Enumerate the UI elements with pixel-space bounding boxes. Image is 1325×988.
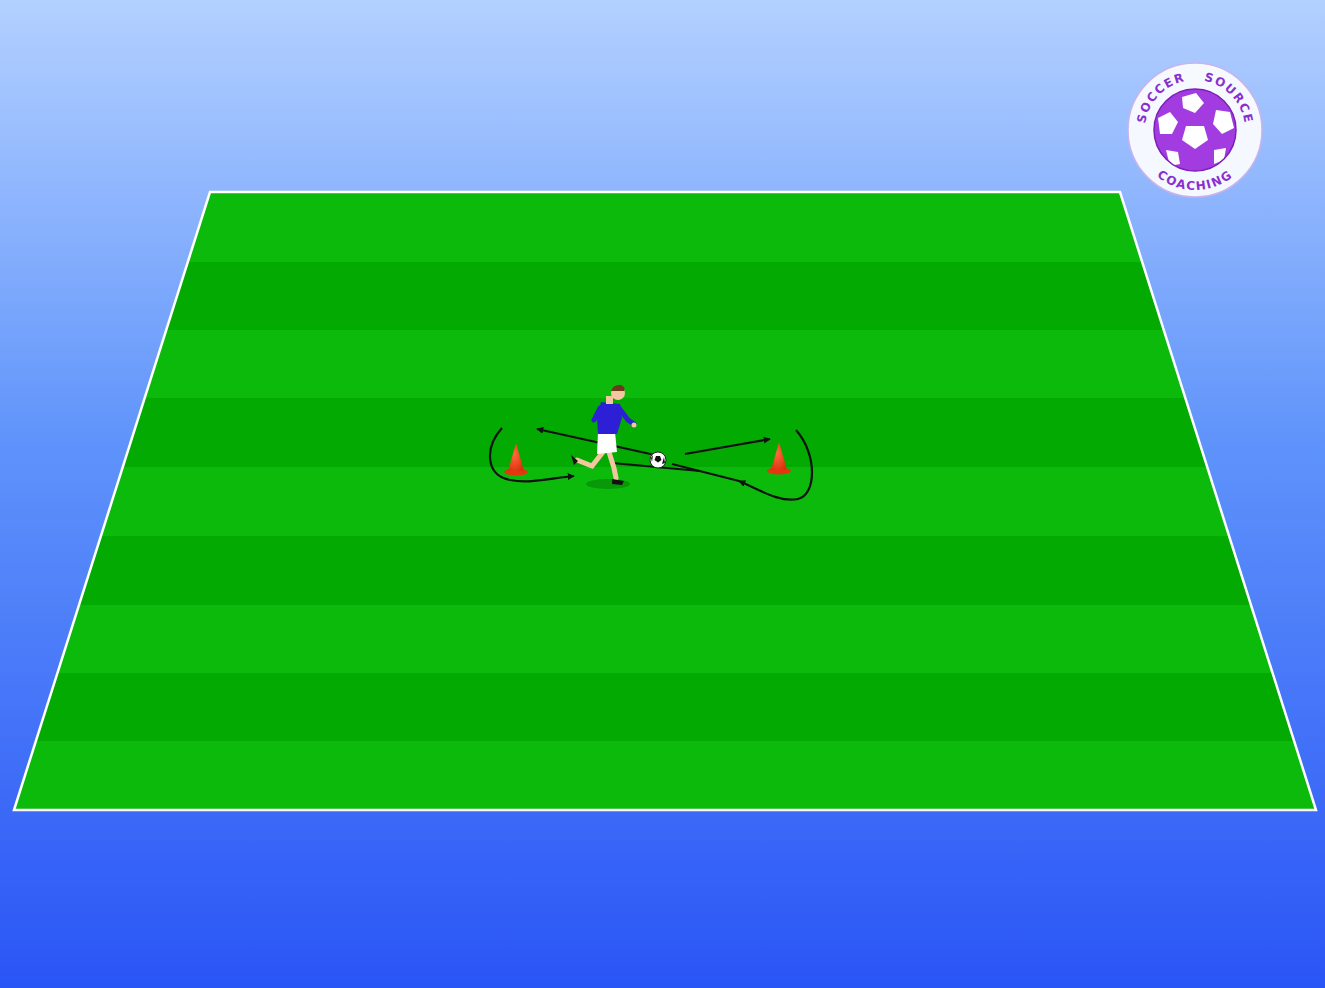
- logo-text: SOURCE: [1203, 70, 1256, 125]
- pitch-stripes: [0, 192, 1325, 810]
- player: [571, 385, 637, 489]
- dribble-path: [490, 428, 812, 500]
- cone: [767, 442, 791, 475]
- cone: [504, 443, 528, 476]
- logo-text: SOCCER: [1134, 70, 1186, 124]
- logo-ball: [1128, 63, 1262, 197]
- logo-text: COACHING: [1155, 167, 1235, 193]
- pitch-boundary: [14, 192, 1316, 810]
- soccer-ball: [650, 452, 666, 468]
